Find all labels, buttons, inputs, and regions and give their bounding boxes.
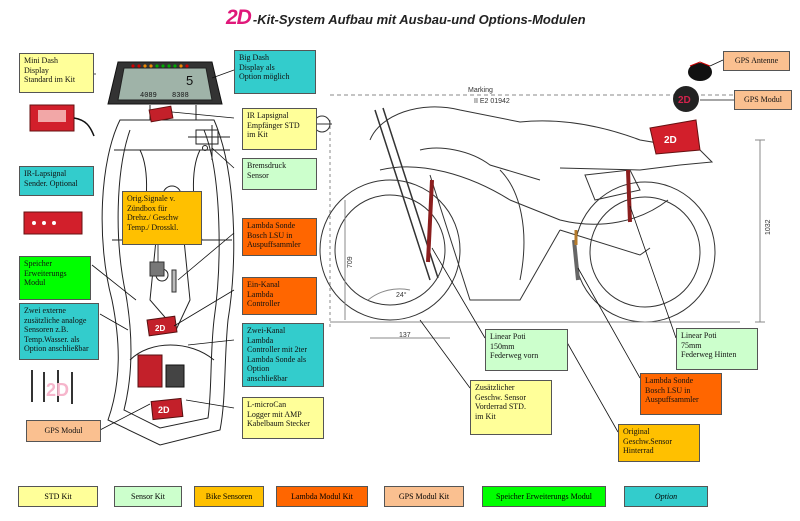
gps-modul-left-label: GPS Modul bbox=[26, 420, 101, 442]
orig-signale-label: Orig.Signale v. Zündbox für Drehz./ Gesc… bbox=[122, 191, 202, 245]
ir-sender-device bbox=[23, 211, 83, 235]
big-dash-label: Big Dash Display als Option möglich bbox=[234, 50, 316, 94]
bike-side-view bbox=[312, 94, 780, 339]
legend-std-kit: STD Kit bbox=[18, 486, 98, 507]
drawing-annotations: Marking II E2 01942 137 709 1032 24° bbox=[347, 87, 772, 339]
poti-front-device bbox=[426, 179, 434, 263]
marking-code: II E2 01942 bbox=[474, 98, 510, 105]
ein-kanal-label: Ein-Kanal Lambda Controller bbox=[242, 277, 317, 315]
poti-rear-device bbox=[626, 169, 632, 223]
ir-receiver-device bbox=[148, 105, 174, 123]
logger-label: L-microCan Logger mit AMP Kabelbaum Stec… bbox=[242, 397, 324, 439]
frame-top-view bbox=[101, 105, 235, 446]
dash-left-readout: 4089 bbox=[140, 92, 157, 100]
analog-sensors-pictures: 2D bbox=[31, 370, 73, 404]
legend-sensor-kit: Sensor Kit bbox=[114, 486, 182, 507]
marking-label: Marking bbox=[468, 87, 493, 94]
dash-right-readout: 8308 bbox=[172, 92, 189, 100]
orig-signal-connector bbox=[149, 261, 177, 293]
logger-device: 2D bbox=[137, 354, 185, 421]
dash-speed-readout: 5 bbox=[186, 73, 193, 88]
handlebar-and-controls bbox=[188, 125, 230, 160]
gps-module-logo: 2D bbox=[678, 95, 691, 106]
legend-option: Option bbox=[624, 486, 708, 507]
tail-logo: 2D bbox=[664, 135, 677, 146]
zwei-kanal-label: Zwei-Kanal Lambda Controller mit 2ter La… bbox=[242, 323, 324, 387]
big-dash-display: 5 4089 8308 bbox=[107, 61, 223, 105]
lambda-sonde-label: Lambda Sonde Bosch LSU in Auspuffsammler bbox=[242, 218, 317, 256]
dim-1032: 1032 bbox=[765, 219, 772, 235]
gps-module-device: 2D bbox=[673, 86, 699, 112]
gps-antenne-label: GPS Antenne bbox=[723, 51, 790, 71]
analog-sensors-label: Zwei externe zusätzliche analoge Sensore… bbox=[19, 303, 99, 360]
gps-modul-right-label: GPS Modul bbox=[734, 90, 792, 110]
lambda-sensor-right-device bbox=[572, 230, 580, 281]
sensor-kit-logo: 2D bbox=[46, 380, 69, 400]
mini-dash-device bbox=[29, 104, 95, 137]
ir-receiver-label: IR Lapsignal Empfänger STD im Kit bbox=[242, 108, 317, 150]
page-title: 2D-Kit-System Aufbau mit Ausbau-und Opti… bbox=[226, 6, 586, 30]
legend-lambda-modul-kit: Lambda Modul Kit bbox=[276, 486, 368, 507]
geschw-vorn-label: Zusätzlicher Geschw. Sensor Vorderrad ST… bbox=[470, 380, 552, 435]
callout-lines bbox=[77, 59, 734, 433]
poti-vorn-label: Linear Poti 150mm Federweg vorn bbox=[485, 329, 568, 371]
title-text: -Kit-System Aufbau mit Ausbau-und Option… bbox=[252, 12, 586, 27]
tail-kit-device: 2D bbox=[649, 119, 701, 155]
ir-sender-label: IR-Lapsignal Sender. Optional bbox=[19, 166, 94, 196]
brand-logo: 2D bbox=[226, 6, 252, 29]
lambda-controller-device: 2D bbox=[146, 315, 178, 337]
poti-hinten-label: Linear Poti 75mm Federweg Hinten bbox=[676, 328, 758, 370]
legend-gps-modul-kit: GPS Modul Kit bbox=[384, 486, 464, 507]
dim-709: 709 bbox=[347, 256, 354, 268]
angle-24: 24° bbox=[396, 291, 407, 299]
legend-speicher-modul: Speicher Erweiterungs Modul bbox=[482, 486, 606, 507]
speicher-label: Speicher Erweiterungs Modul bbox=[19, 256, 91, 300]
lambda-sonde-right-label: Lambda Sonde Bosch LSU in Auspuffsammler bbox=[640, 373, 722, 415]
dim-137: 137 bbox=[399, 332, 411, 339]
gps-antenna-device bbox=[688, 61, 712, 81]
geschw-hinten-label: Original Geschw.Sensor Hinterrad bbox=[618, 424, 700, 462]
legend-bike-sensoren: Bike Sensoren bbox=[194, 486, 264, 507]
bremsdruck-label: Bremsdruck Sensor bbox=[242, 158, 317, 190]
logger-logo: 2D bbox=[158, 405, 170, 415]
kit-logo-lambda: 2D bbox=[155, 324, 165, 333]
mini-dash-label: Mini Dash Display Standard im Kit bbox=[19, 53, 94, 93]
